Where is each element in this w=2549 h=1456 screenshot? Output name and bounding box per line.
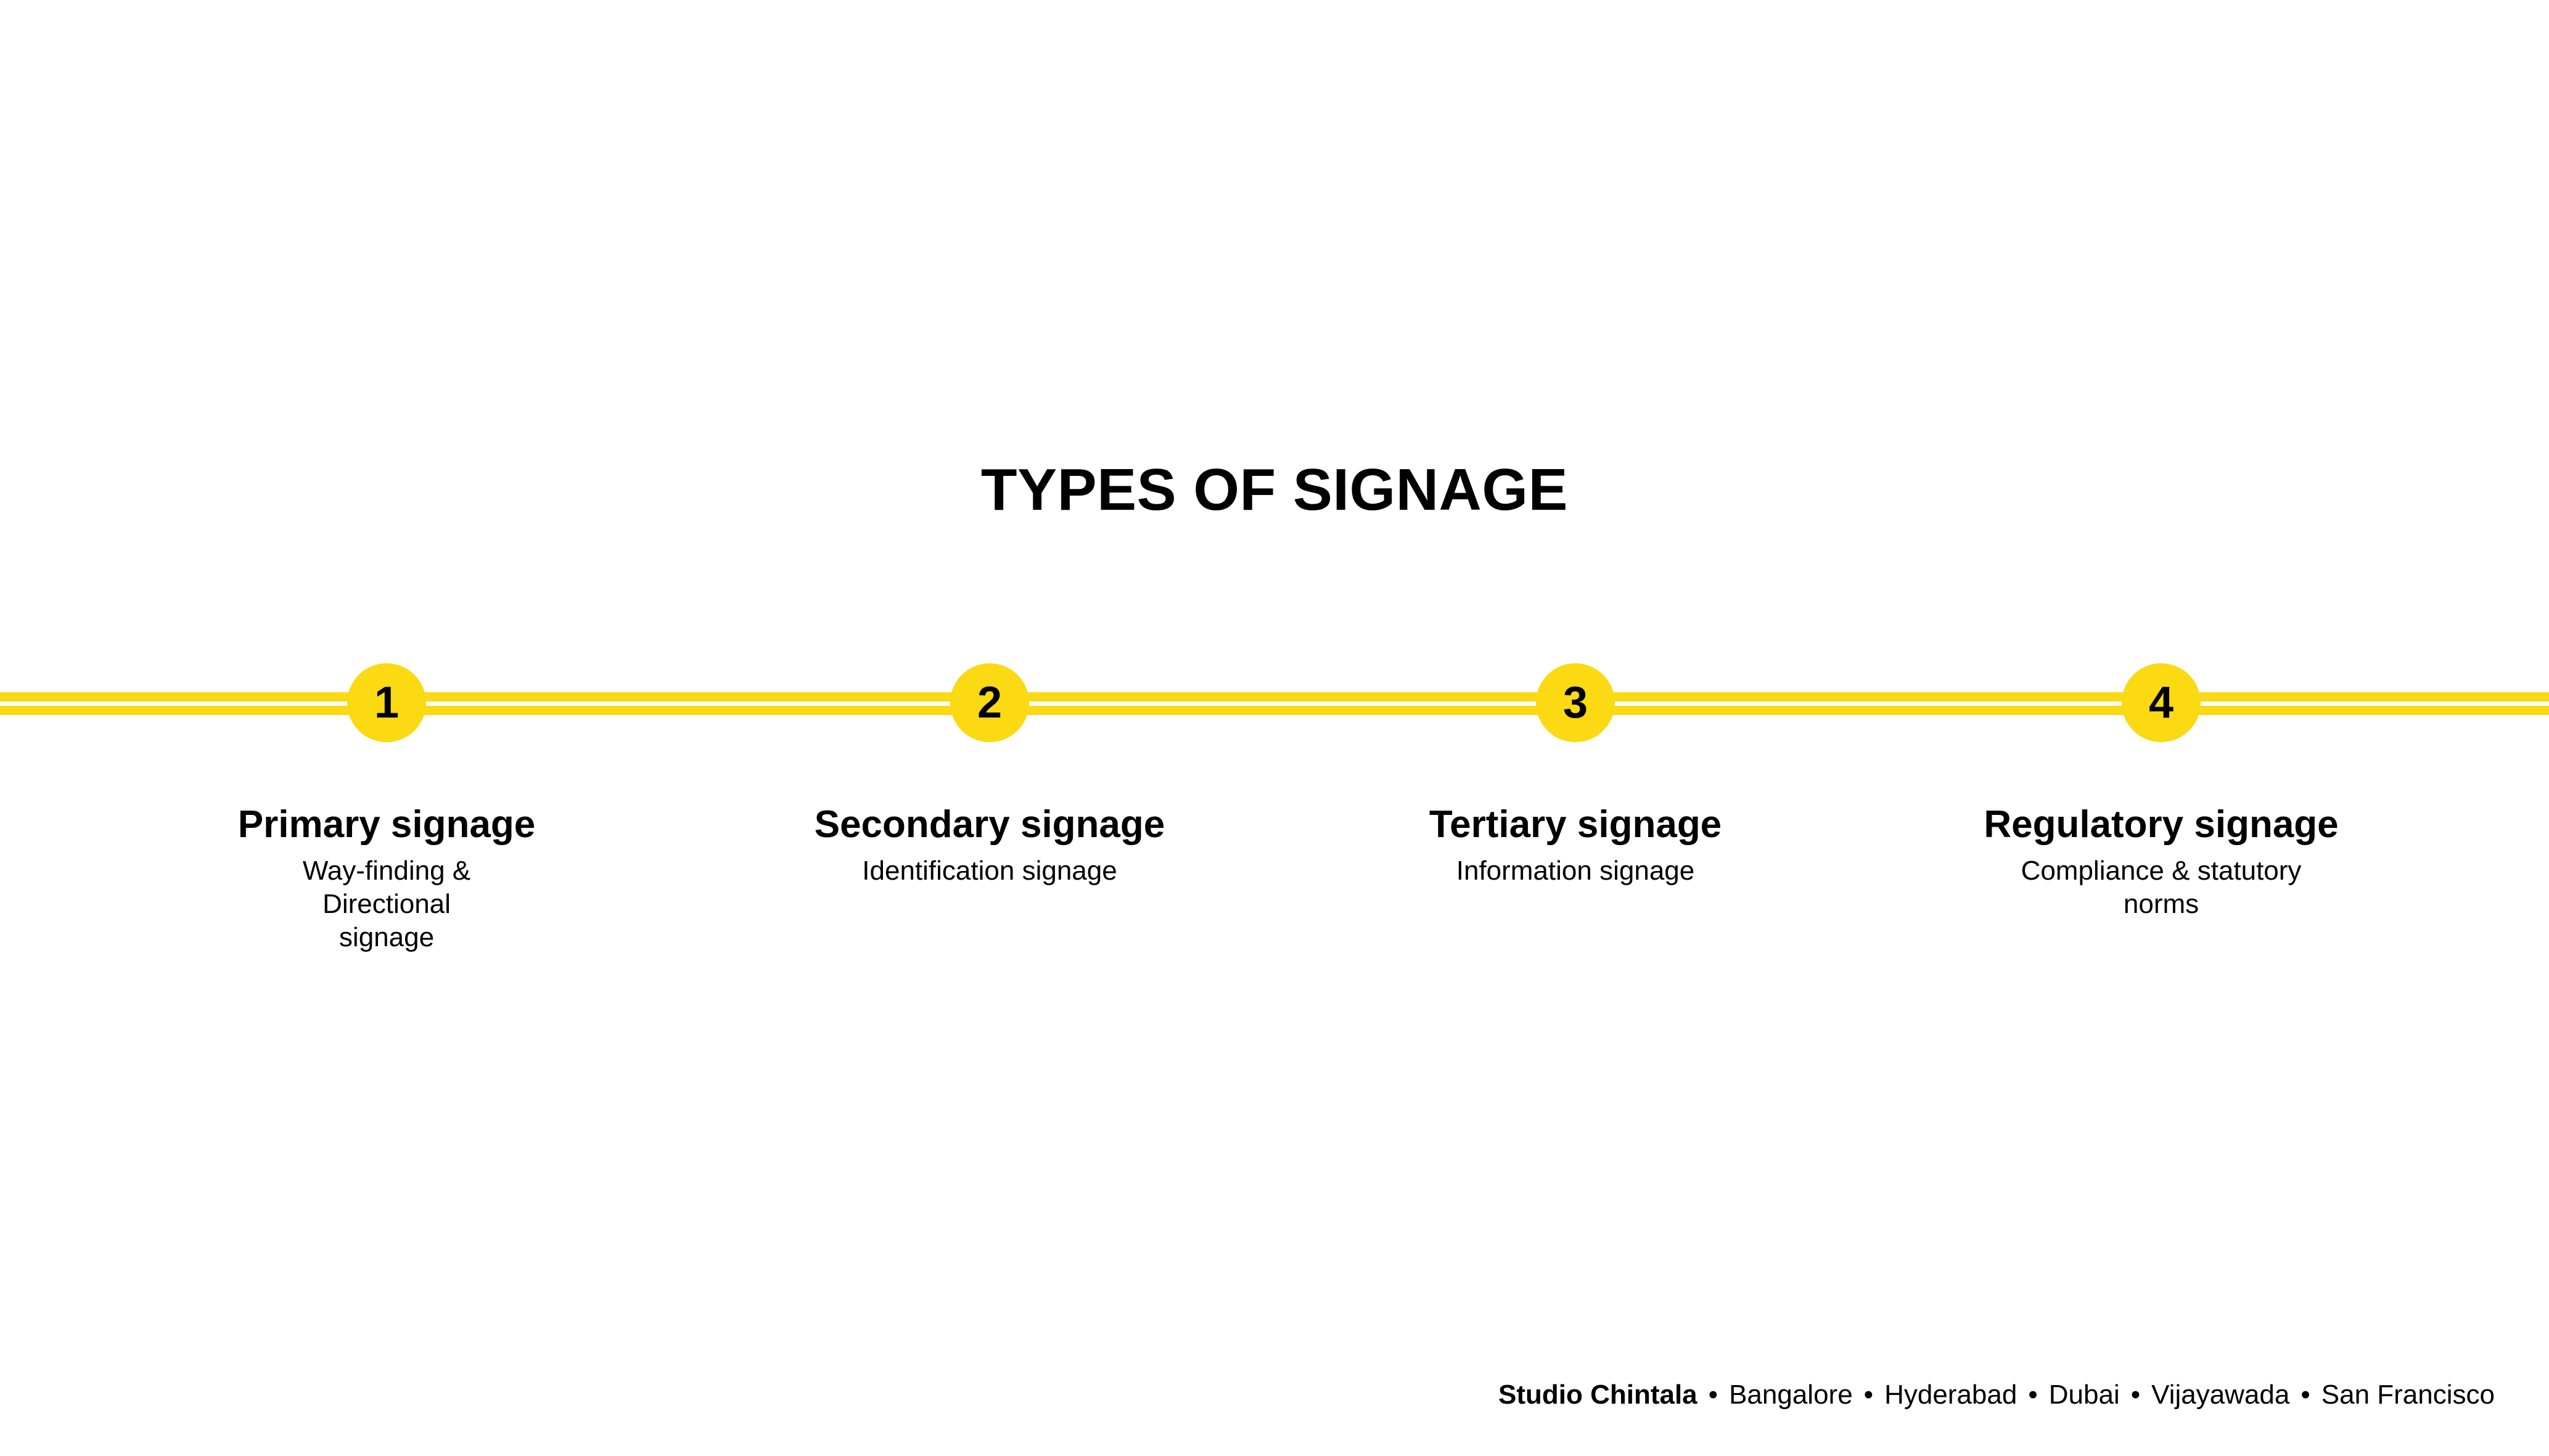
page-title: TYPES OF SIGNAGE <box>980 457 1569 523</box>
timeline-step-3-subtitle: Information signage <box>1456 856 1695 886</box>
footer-brand: Studio Chintala <box>1498 1380 1697 1410</box>
footer-separator: • <box>2028 1380 2038 1410</box>
timeline-step-3-title: Tertiary signage <box>1429 803 1722 846</box>
timeline-step-1: Primary signage Way-finding & Directiona… <box>174 803 599 954</box>
timeline-rail-bottom <box>0 706 2549 715</box>
footer-city: Dubai <box>2048 1380 2120 1410</box>
timeline-step-2-title: Secondary signage <box>814 803 1165 846</box>
timeline-marker-3[interactable]: 3 <box>1536 663 1615 742</box>
timeline-step-1-subtitle: Way-finding & Directional signage <box>302 856 471 952</box>
footer-city: Vijayawada <box>2151 1380 2290 1410</box>
timeline-step-3: Tertiary signage Information signage <box>1363 803 1788 888</box>
timeline-step-1-title: Primary signage <box>237 803 536 846</box>
footer-separator: • <box>2130 1380 2141 1410</box>
timeline-marker-2[interactable]: 2 <box>950 663 1029 742</box>
footer: Studio Chintala • Bangalore • Hyderabad • Dub… <box>1498 1380 2495 1410</box>
timeline-marker-1[interactable]: 1 <box>347 663 426 742</box>
footer-separator: • <box>1708 1380 1718 1410</box>
timeline-step-4-title: Regulatory signage <box>1984 803 2339 846</box>
timeline-step-4-subtitle: Compliance & statutory norms <box>2021 856 2302 920</box>
timeline-marker-4-number: 4 <box>2122 663 2201 742</box>
footer-city: Hyderabad <box>1884 1380 2017 1410</box>
timeline-marker-1-number: 1 <box>347 663 426 742</box>
footer-separator: • <box>1863 1380 1874 1410</box>
footer-city: Bangalore <box>1729 1380 1853 1410</box>
timeline-marker-4[interactable]: 4 <box>2122 663 2201 742</box>
timeline-step-4: Regulatory signage Compliance & statutor… <box>1948 803 2374 921</box>
timeline-step-2-subtitle: Identification signage <box>862 856 1117 886</box>
footer-city-list: • Bangalore • Hyderabad • Dubai • Vijayawada • Sa… <box>1697 1380 2495 1410</box>
timeline-marker-2-number: 2 <box>950 663 1029 742</box>
footer-separator: • <box>2301 1380 2310 1410</box>
timeline-step-2: Secondary signage Identification signage <box>777 803 1202 888</box>
timeline-rail-top <box>0 692 2549 701</box>
timeline-marker-3-number: 3 <box>1536 663 1615 742</box>
footer-city: San Francisco <box>2321 1380 2495 1410</box>
